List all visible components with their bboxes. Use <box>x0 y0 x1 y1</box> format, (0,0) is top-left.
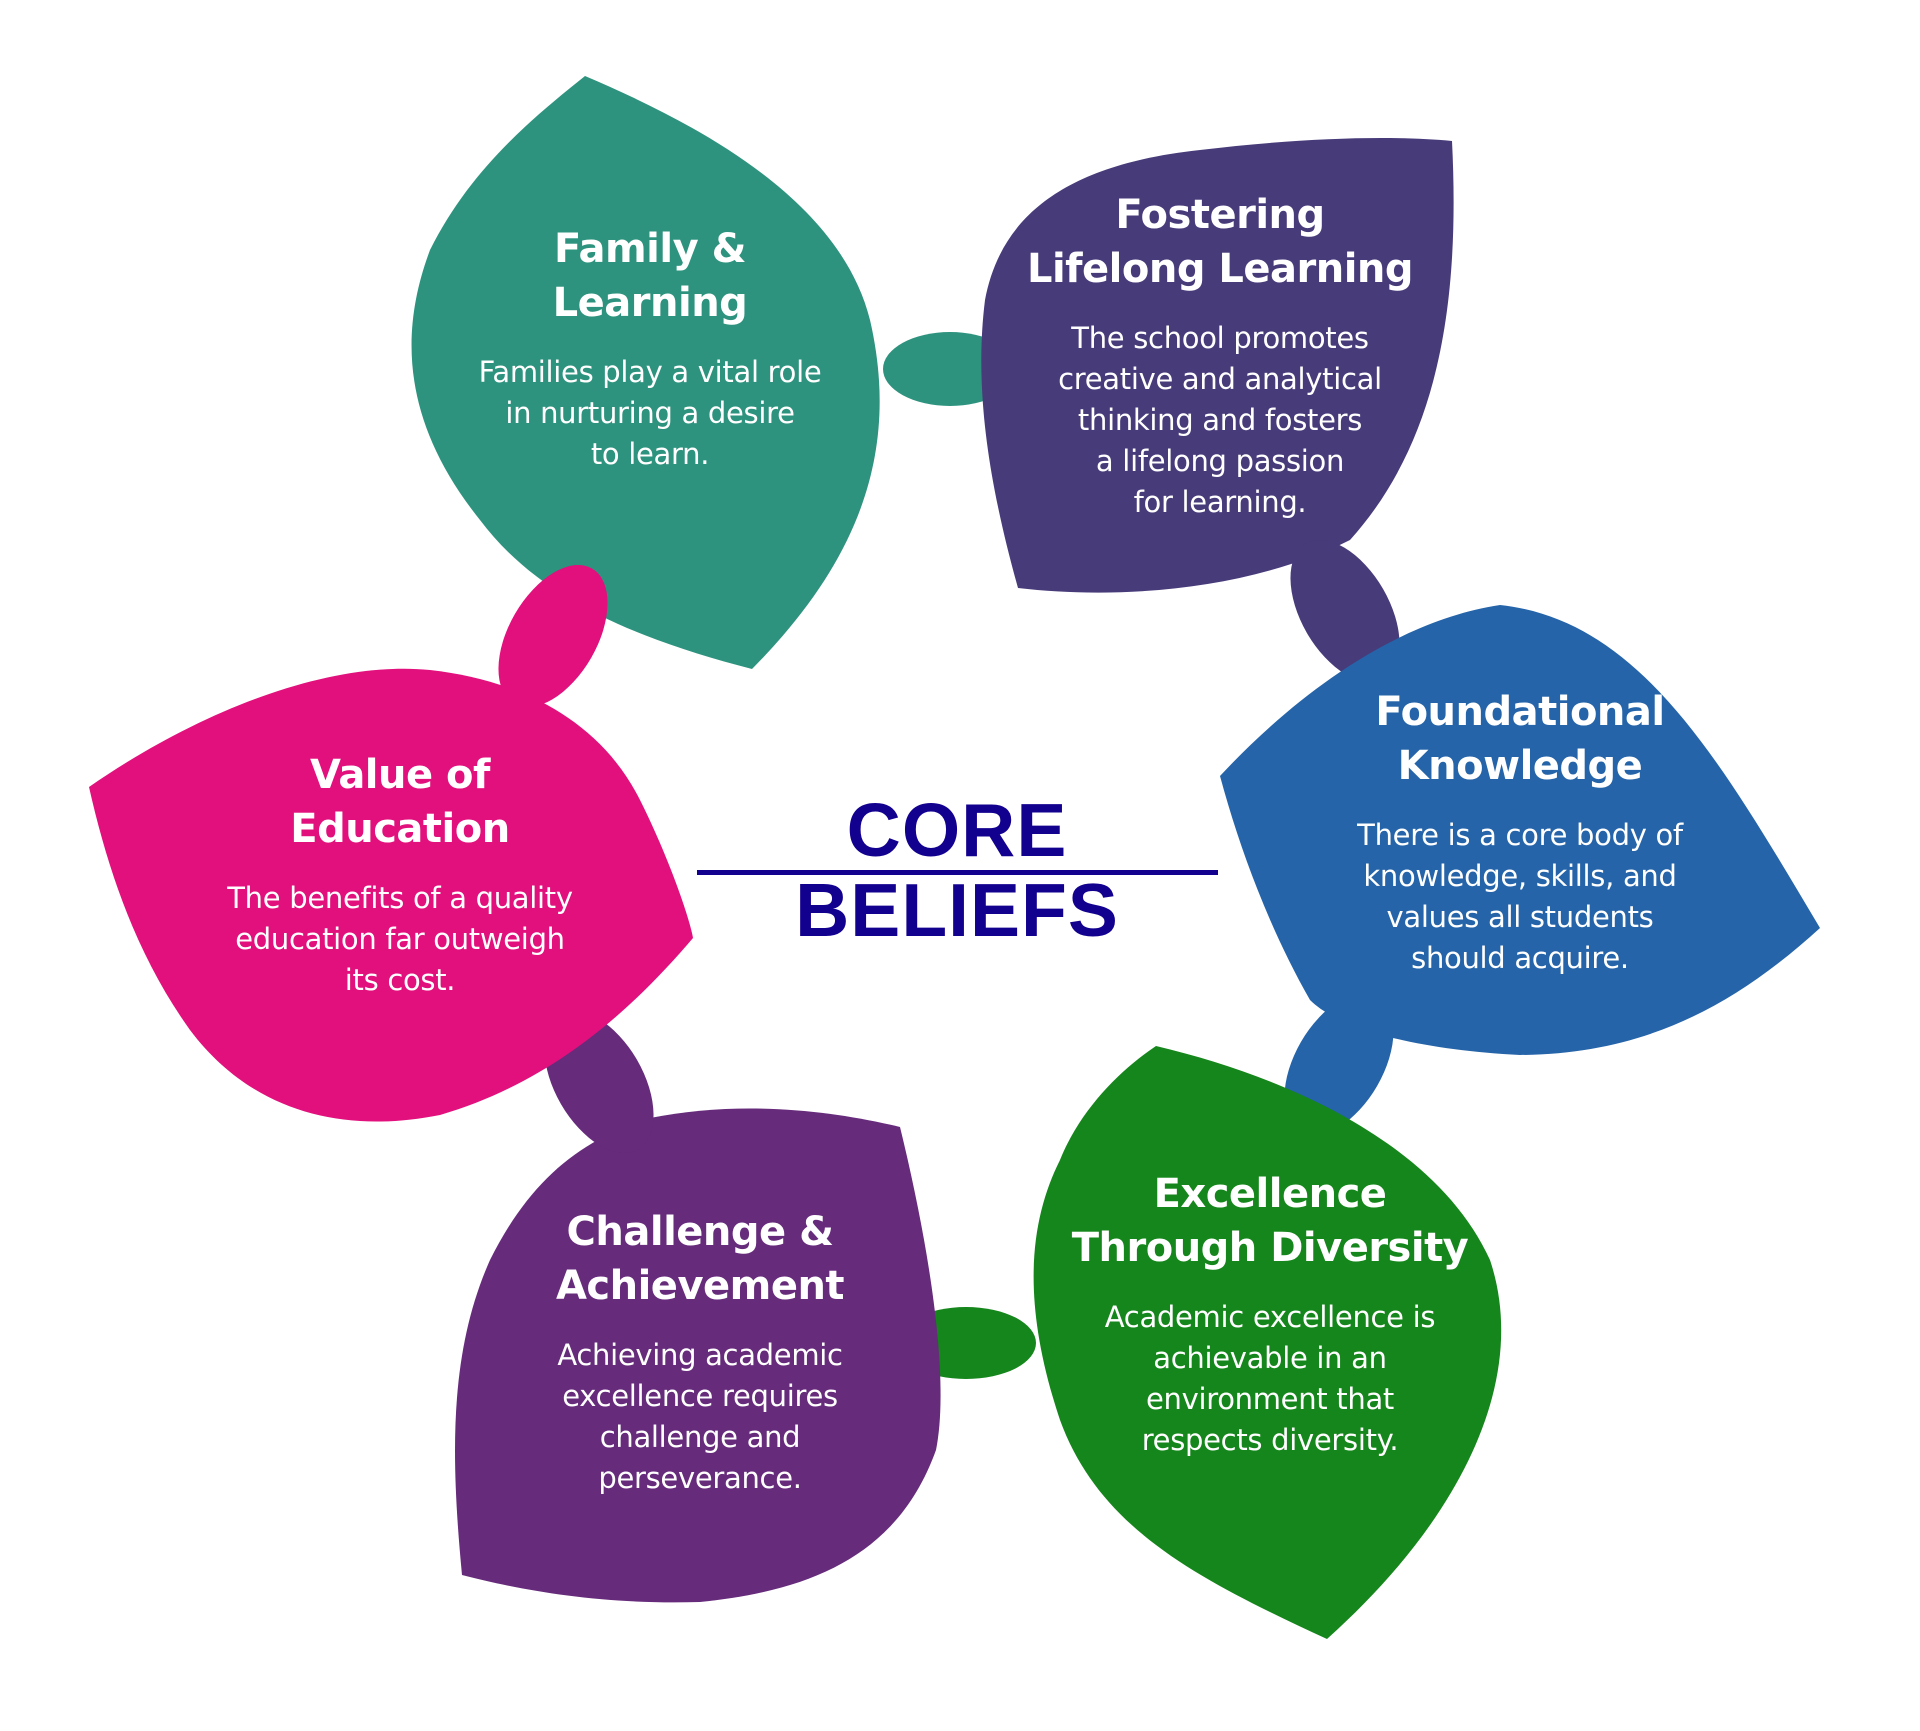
leaf-shape <box>455 1108 941 1603</box>
belief-card-excellence-through-diversity: Excellence Through Diversity Academic ex… <box>1055 1167 1485 1461</box>
belief-heading: Challenge & Achievement <box>555 1209 845 1309</box>
diagram-title: CORE BELIEFS <box>795 788 1119 952</box>
belief-card-fostering-lifelong-learning: Fostering Lifelong Learning The school p… <box>1010 188 1430 523</box>
belief-card-value-of-education: Value of Education The benefits of a qua… <box>190 748 610 1001</box>
belief-heading: Excellence Through Diversity <box>1071 1171 1469 1271</box>
belief-description: Achieving academic excellence requires c… <box>557 1338 843 1495</box>
leaf-value-of-education <box>89 564 693 1122</box>
title-underline <box>697 870 1218 875</box>
belief-heading: Fostering Lifelong Learning <box>1026 192 1414 292</box>
leaf-shape <box>1220 605 1820 1055</box>
leaf-fostering-lifelong-learning <box>981 138 1454 683</box>
belief-description: Academic excellence is achievable in an … <box>1104 1300 1436 1457</box>
connector-tab <box>1290 539 1400 683</box>
belief-card-family-learning: Family & Learning Families play a vital … <box>435 222 865 475</box>
connector-tab <box>498 564 608 708</box>
leaf-shape <box>89 668 693 1122</box>
belief-heading: Foundational Knowledge <box>1375 689 1665 789</box>
belief-heading: Value of Education <box>290 752 510 852</box>
belief-description: The benefits of a quality education far … <box>227 881 573 997</box>
leaf-foundational-knowledge <box>1220 605 1820 1136</box>
belief-card-foundational-knowledge: Foundational Knowledge There is a core b… <box>1310 685 1730 979</box>
connector-tab <box>1284 992 1394 1136</box>
belief-card-challenge-achievement: Challenge & Achievement Achieving academ… <box>490 1205 910 1499</box>
belief-description: Families play a vital role in nurturing … <box>478 355 822 471</box>
belief-description: There is a core body of knowledge, skill… <box>1357 818 1683 975</box>
belief-heading: Family & Learning <box>552 226 748 326</box>
leaf-shape <box>1033 1046 1502 1639</box>
belief-description: The school promotes creative and analyti… <box>1058 321 1382 519</box>
leaf-shape <box>981 138 1454 593</box>
leaf-shape <box>411 76 880 669</box>
